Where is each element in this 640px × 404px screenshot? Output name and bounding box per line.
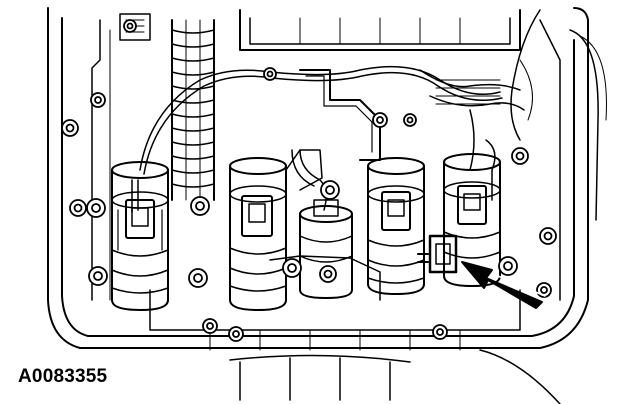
bolt [188, 268, 208, 288]
bracket [299, 69, 381, 161]
callout-arrow [461, 261, 546, 309]
bolt [498, 256, 518, 276]
bolt [88, 266, 108, 286]
bolt [319, 265, 337, 283]
bolt [403, 113, 417, 127]
figure-id-label: A0083355 [18, 366, 108, 387]
bolt [69, 199, 87, 217]
bolt [202, 318, 218, 334]
bolt [61, 119, 79, 137]
target-connector [417, 234, 458, 274]
harness-conduit [171, 19, 215, 201]
bolt [372, 112, 388, 128]
bolt [320, 180, 340, 200]
bolt [228, 326, 244, 342]
solenoid-3 [367, 157, 425, 295]
solenoid-1 [111, 161, 169, 311]
solenoid-4 [443, 153, 501, 287]
lower-plate [149, 255, 561, 404]
bolt [190, 196, 210, 216]
bolt [432, 324, 448, 340]
bolt [90, 92, 106, 108]
housing-outline [47, 7, 607, 349]
bolt [123, 19, 137, 33]
bolt [263, 67, 277, 81]
bolt [282, 258, 302, 278]
bolt [511, 147, 529, 165]
bolt [539, 227, 557, 245]
wire-harness [131, 9, 541, 213]
solenoid-2 [229, 149, 323, 311]
bolts [61, 19, 557, 342]
bolt [86, 198, 106, 218]
channel-plate [119, 9, 521, 51]
solenoid-center [299, 199, 353, 299]
